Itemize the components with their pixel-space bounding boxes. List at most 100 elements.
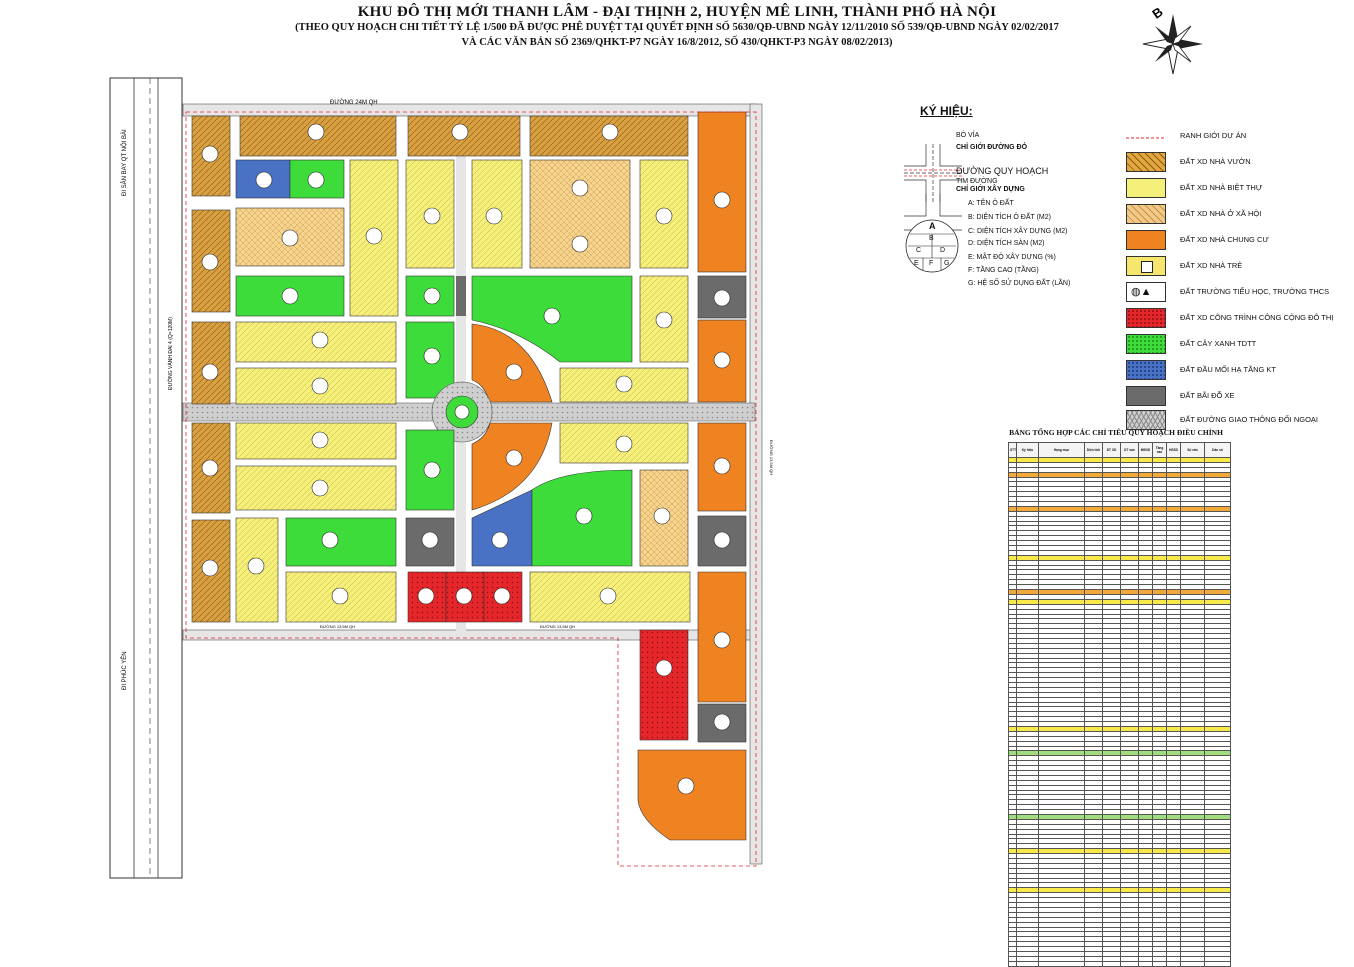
legend-label-0: ĐẤT XD NHÀ VƯỜN — [1180, 157, 1251, 166]
road-label-top: ĐƯỜNG 24M QH — [330, 99, 378, 106]
table-cell — [1120, 960, 1139, 967]
legend-label-10: ĐẤT ĐƯỜNG GIAO THÔNG ĐỐI NGOẠI — [1180, 415, 1318, 424]
summary-table: STT Ký hiệu Hạng mục Diện tích DT XD DT … — [1008, 442, 1231, 967]
symbol-def-f: F: TẦNG CAO (TẦNG) — [968, 267, 1039, 274]
symbol-def-c: C: DIỆN TÍCH XÂY DỰNG (M2) — [968, 228, 1068, 235]
col-hssd: HSSD — [1166, 442, 1181, 458]
table-row — [1008, 486, 1231, 493]
table-row — [1008, 589, 1231, 595]
col-ky-hieu: Ký hiệu — [1016, 442, 1039, 458]
table-row — [1008, 725, 1231, 732]
project-boundary — [185, 111, 757, 867]
legend-item-7: ĐẤT CÂY XANH TDTT — [1126, 334, 1336, 354]
lot-park-8[interactable] — [285, 517, 397, 567]
page-subtitle-1: (THEO QUY HOẠCH CHI TIẾT TỶ LỆ 1/500 ĐÃ … — [295, 22, 1059, 33]
lot-villa-8[interactable] — [559, 367, 689, 403]
legend-label-1: ĐẤT XD NHÀ BIỆT THỰ — [1180, 183, 1263, 192]
legend-item-10: ĐẤT ĐƯỜNG GIAO THÔNG ĐỐI NGOẠI — [1126, 410, 1336, 430]
kindergarten-icon — [1141, 261, 1153, 273]
col-dan-so: Dân số — [1204, 442, 1231, 458]
highway-left — [109, 77, 183, 879]
symbol-letter-g: G — [944, 260, 950, 267]
lot-public-4[interactable] — [639, 629, 689, 741]
col-dien-tich: Diện tích — [1084, 442, 1103, 458]
lot-apartment-7[interactable] — [637, 749, 747, 841]
legend-label-3: ĐẤT XD NHÀ CHUNG CƯ — [1180, 235, 1269, 244]
table-row — [1008, 931, 1231, 938]
table-row — [1008, 770, 1231, 776]
table-cell — [1084, 960, 1103, 967]
col-mdxd: MĐXD — [1138, 442, 1153, 458]
swatch-villa — [1126, 178, 1166, 198]
table-row — [1008, 535, 1231, 542]
site-plan-map: ĐI SÂN BAY QT NỘI BÀI ĐƯỜNG VÀNH ĐAI 4 (… — [109, 77, 774, 879]
legend-item-8: ĐẤT ĐẦU MỐI HẠ TẦNG KT — [1126, 360, 1336, 380]
table-cell — [1180, 960, 1205, 967]
legend-label-boundary: RANH GIỚI DỰ ÁN — [1180, 131, 1247, 140]
north-arrow-icon: B — [1142, 4, 1203, 75]
legend-item-6: ĐẤT XD CÔNG TRÌNH CÔNG CỘNG ĐÔ THỊ — [1126, 308, 1336, 328]
lot-apartment-4[interactable] — [471, 422, 553, 511]
legend-item-5: ◍▲ ĐẤT TRƯỜNG TIỂU HỌC, TRƯỜNG THCS — [1126, 282, 1336, 302]
table-row — [1008, 862, 1231, 869]
swatch-public — [1126, 308, 1166, 328]
col-dt-san: DT sàn — [1120, 442, 1139, 458]
table-row — [1008, 740, 1231, 747]
table-cell — [1166, 960, 1181, 967]
legend-label-9: ĐẤT BÃI ĐỖ XE — [1180, 391, 1235, 400]
legend-item-boundary: RANH GIỚI DỰ ÁN — [1126, 128, 1336, 148]
legend-item-9: ĐẤT BÃI ĐỖ XE — [1126, 386, 1336, 406]
boundary-line-icon — [1126, 137, 1166, 139]
col-dt-xd: DT XD — [1102, 442, 1121, 458]
table-cell — [1008, 960, 1017, 967]
legend-label-6: ĐẤT XD CÔNG TRÌNH CÔNG CỘNG ĐÔ THỊ — [1180, 313, 1334, 322]
symbol-def-a: A: TÊN Ô ĐẤT — [968, 200, 1014, 207]
col-hang-muc: Hạng mục — [1038, 442, 1085, 458]
swatch-social-housing — [1126, 204, 1166, 224]
road-symbol-icon — [904, 144, 962, 252]
swatch-external-road — [1126, 410, 1166, 430]
legend-tim-duong: TIM ĐƯỜNG — [956, 178, 998, 185]
table-row — [1008, 554, 1231, 561]
table-row — [1008, 906, 1231, 913]
swatch-school: ◍▲ — [1126, 282, 1166, 302]
legend-label-7: ĐẤT CÂY XANH TDTT — [1180, 339, 1257, 348]
symbol-letter-a: A — [929, 221, 936, 231]
symbol-letter-d: D — [940, 247, 946, 254]
page-title: KHU ĐÔ THỊ MỚI THANH LÂM - ĐẠI THỊNH 2, … — [357, 4, 997, 20]
legend-bo-via: BÓ VỈA — [956, 132, 980, 139]
symbol-letter-e: E — [914, 260, 919, 267]
symbol-letter-c: C — [916, 247, 922, 254]
summary-table-panel: BẢNG TỔNG HỢP CÁC CHỈ TIÊU QUY HOẠCH ĐIỀ… — [1002, 428, 1231, 967]
table-row — [1008, 872, 1231, 879]
swatch-kindergarten — [1126, 256, 1166, 276]
legend-item-1: ĐẤT XD NHÀ BIỆT THỰ — [1126, 178, 1336, 198]
legend: KÝ HIỆU: BÓ VỈA CHỈ GIỚI ĐƯỜNG ĐỎ ĐƯỜNG … — [900, 100, 1340, 430]
table-row — [1008, 505, 1231, 512]
lot-garden-left-3[interactable] — [191, 321, 231, 405]
table-cell — [1102, 960, 1121, 967]
road-label-bottom-2: ĐƯỜNG 13,5M QH — [540, 624, 575, 629]
table-row — [1008, 814, 1231, 820]
summary-table-header: STT Ký hiệu Hạng mục Diện tích DT XD DT … — [1008, 442, 1231, 458]
symbol-letter-b: B — [929, 235, 934, 242]
legend-chi-gioi-duong-do: CHỈ GIỚI ĐƯỜNG ĐỎ — [956, 144, 1028, 151]
school-icon: ◍▲ — [1131, 286, 1152, 298]
table-cell — [1204, 960, 1231, 967]
symbol-def-b: B: DIỆN TÍCH Ô ĐẤT (M2) — [968, 214, 1051, 221]
legend-chi-gioi-xay-dung: CHỈ GIỚI XÂY DỰNG — [956, 186, 1025, 193]
lot-parking-1[interactable] — [456, 276, 466, 316]
legend-item-0: ĐẤT XD NHÀ VƯỜN — [1126, 152, 1336, 172]
lot-apartment-3[interactable] — [471, 323, 553, 403]
legend-title: KÝ HIỆU: — [920, 104, 973, 118]
col-tang-cao: Tầng cao — [1152, 442, 1167, 458]
road-label-ring4: ĐƯỜNG VÀNH ĐAI 4 (Q=120M) — [167, 317, 174, 390]
symbol-def-g: G: HỆ SỐ SỬ DỤNG ĐẤT (LẦN) — [968, 280, 1071, 287]
swatch-garden-house — [1126, 152, 1166, 172]
table-cell — [1038, 960, 1085, 967]
road-label-bottom-1: ĐƯỜNG 13,5M QH — [320, 624, 355, 629]
col-so-can: Số căn — [1180, 442, 1205, 458]
legend-duong-quy-hoach: ĐƯỜNG QUY HOẠCH — [956, 166, 1049, 176]
table-row — [1008, 784, 1231, 791]
summary-table-body — [1008, 457, 1231, 967]
